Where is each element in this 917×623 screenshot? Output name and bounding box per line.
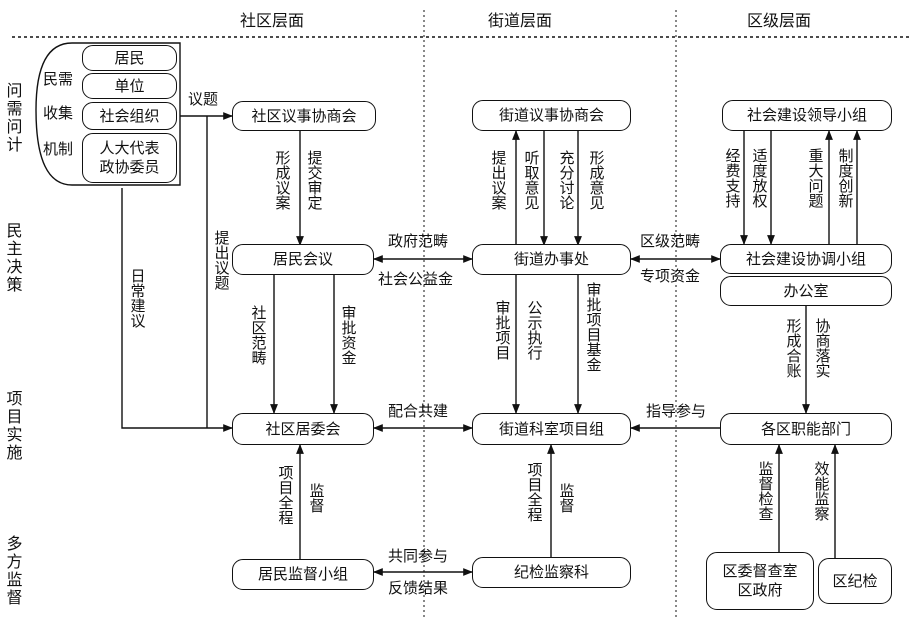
label-hear-opinions: 听取意见 bbox=[522, 150, 541, 210]
label-project-whole: 项目全程 bbox=[276, 465, 295, 525]
node-district-discipline: 区纪检 bbox=[818, 558, 892, 604]
header-community: 社区层面 bbox=[240, 11, 305, 30]
stage-supervision: 多方监督 bbox=[6, 534, 23, 607]
stage-decision: 民主决策 bbox=[6, 221, 23, 294]
node-street-office: 街道办事处 bbox=[472, 244, 631, 275]
label-district-scope: 区级范畴 bbox=[640, 232, 701, 250]
node-district-departments: 各区职能部门 bbox=[720, 413, 892, 445]
label-approve-projects: 审批项目 bbox=[493, 300, 512, 360]
needs-label-a: 民需 bbox=[43, 70, 74, 88]
node-community-council: 社区议事协商会 bbox=[232, 101, 376, 131]
needs-item-social-orgs: 社会组织 bbox=[82, 102, 177, 130]
needs-label-b: 收集 bbox=[43, 104, 74, 122]
label-full-discussion: 充分讨论 bbox=[557, 150, 576, 210]
needs-item-units: 单位 bbox=[82, 73, 177, 99]
node-office: 办公室 bbox=[720, 276, 892, 306]
needs-label-c: 机制 bbox=[43, 140, 74, 158]
node-residents-supervision: 居民监督小组 bbox=[232, 559, 374, 590]
node-discipline-office: 纪检监察科 bbox=[472, 557, 631, 588]
label-moderate-delegation: 适度放权 bbox=[750, 148, 769, 208]
label-form-opinion: 形成意见 bbox=[587, 150, 606, 210]
header-district: 区级层面 bbox=[747, 11, 812, 30]
needs-item-deputies: 人大代表 政协委员 bbox=[82, 133, 177, 183]
label-gov-scope: 政府范畴 bbox=[388, 232, 449, 250]
label-raise-topics: 提出议题 bbox=[212, 230, 231, 290]
label-approve-project-fund: 审批项目基金 bbox=[584, 282, 603, 372]
needs-item-residents: 居民 bbox=[82, 45, 177, 71]
node-street-council: 街道议事协商会 bbox=[472, 100, 631, 131]
label-coordinate-implement: 协商落实 bbox=[813, 318, 832, 378]
node-street-project-group: 街道科室项目组 bbox=[472, 413, 631, 445]
label-supervise-inspect: 监督检查 bbox=[756, 461, 775, 521]
label-propose-case: 提出议案 bbox=[489, 150, 508, 210]
header-street: 街道层面 bbox=[488, 11, 553, 30]
label-system-innovation: 制度创新 bbox=[836, 148, 855, 208]
label-daily-suggestions: 日常建议 bbox=[128, 268, 147, 328]
label-feedback-results: 反馈结果 bbox=[388, 579, 449, 597]
label-approve-funds: 审批资金 bbox=[339, 305, 358, 365]
label-form-proposal: 形成议案 bbox=[273, 150, 292, 210]
node-residents-meeting: 居民会议 bbox=[232, 244, 374, 275]
label-efficiency-supervision: 效能监察 bbox=[812, 461, 831, 521]
stage-needs: 问需问计 bbox=[6, 81, 23, 154]
label-form-ledger: 形成合账 bbox=[784, 318, 803, 378]
label-major-issues: 重大问题 bbox=[806, 148, 825, 208]
label-funding-support: 经费支持 bbox=[723, 148, 742, 208]
label-guide-participate: 指导参与 bbox=[646, 402, 707, 420]
label-joint-participation: 共同参与 bbox=[388, 547, 449, 565]
label-cooperate-build: 配合共建 bbox=[388, 402, 449, 420]
stage-implementation: 项目实施 bbox=[6, 389, 23, 462]
node-district-supervision: 区委督查室 区政府 bbox=[706, 552, 814, 610]
label-street-supervise: 监督 bbox=[557, 483, 576, 513]
label-special-funds: 专项资金 bbox=[640, 267, 701, 285]
node-community-committee: 社区居委会 bbox=[232, 413, 374, 445]
label-community-scope: 社区范畴 bbox=[249, 305, 268, 365]
label-topics: 议题 bbox=[188, 90, 219, 108]
node-leading-group: 社会建设领导小组 bbox=[722, 100, 892, 131]
label-submit-review: 提交审定 bbox=[305, 150, 324, 210]
label-public-welfare-funds: 社会公益金 bbox=[378, 270, 454, 288]
node-coordination-group: 社会建设协调小组 bbox=[720, 244, 892, 274]
label-street-project-whole: 项目全程 bbox=[525, 462, 544, 522]
label-public-execution: 公示执行 bbox=[525, 300, 544, 360]
label-supervise: 监督 bbox=[307, 483, 326, 513]
